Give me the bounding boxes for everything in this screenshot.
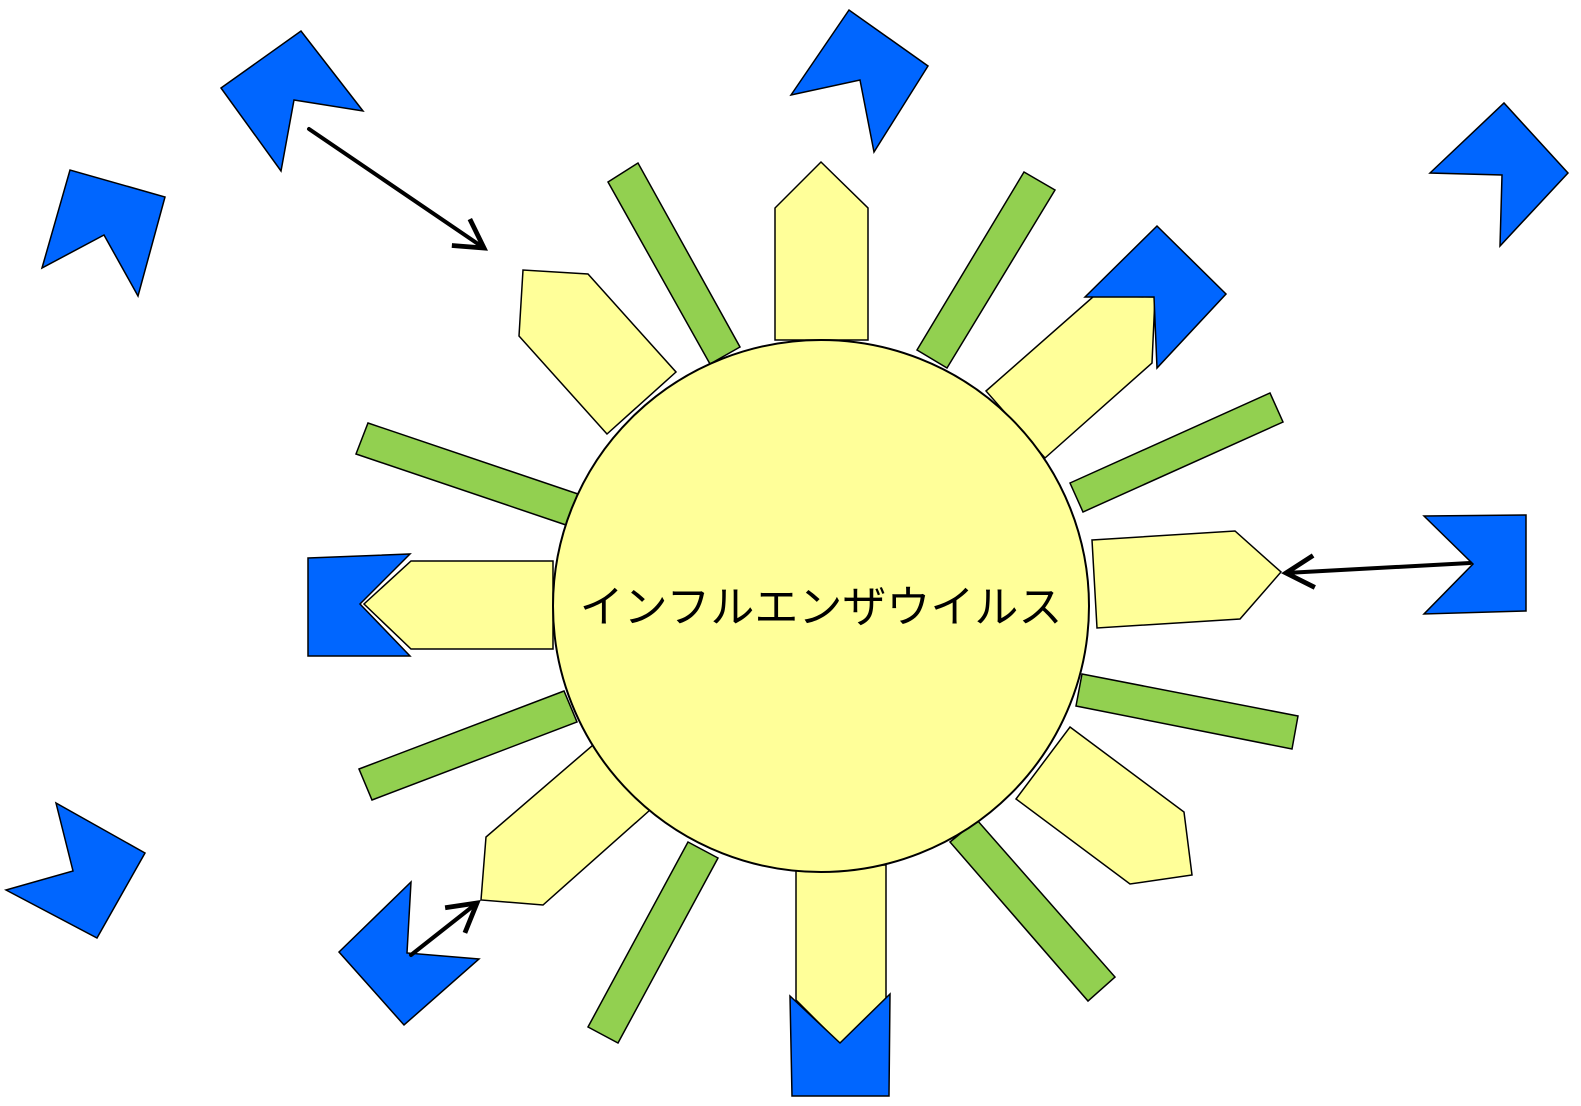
green-spike-top-right bbox=[917, 172, 1055, 368]
receptor-free-left bbox=[42, 170, 165, 296]
green-spike-bottom-left bbox=[588, 842, 718, 1043]
receptor-free-top-center bbox=[791, 10, 928, 152]
virus-label: インフルエンザウイルス bbox=[580, 582, 1063, 633]
green-spike-right-lower bbox=[1076, 674, 1298, 749]
yellow-spike-top bbox=[775, 162, 868, 340]
receptor-free-top-right bbox=[1430, 103, 1568, 246]
green-spike-left-lower bbox=[359, 691, 577, 800]
yellow-spike-left bbox=[364, 561, 553, 649]
green-spike-right-upper bbox=[1070, 393, 1283, 512]
arrow-top-left bbox=[309, 129, 484, 248]
arrow-right bbox=[1286, 563, 1470, 573]
green-spike-left-upper bbox=[356, 423, 578, 525]
receptor-free-bottom-left bbox=[6, 803, 145, 938]
receptor-free-bottom-left-inner bbox=[339, 882, 479, 1025]
arrow-bottom-left bbox=[411, 903, 477, 955]
yellow-spike-right bbox=[1092, 531, 1281, 628]
